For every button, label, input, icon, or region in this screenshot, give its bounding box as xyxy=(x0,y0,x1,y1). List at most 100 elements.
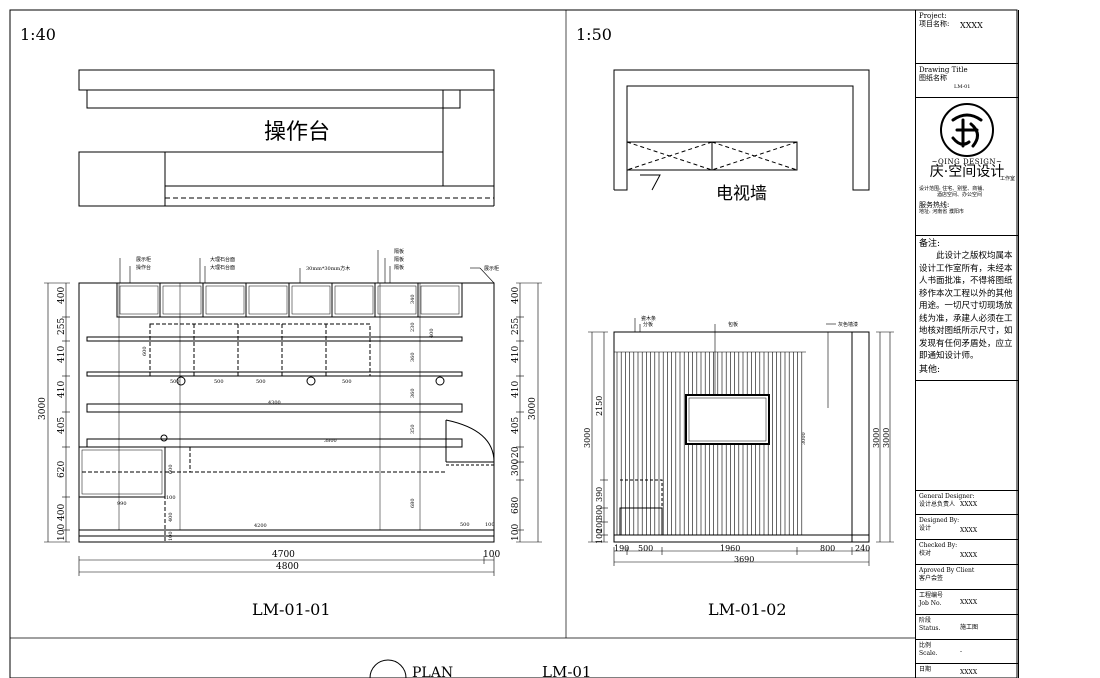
dim-value: 340 xyxy=(410,294,416,304)
dim-value: 620 xyxy=(57,461,67,478)
dim-value: 410 xyxy=(511,346,521,363)
general-designer-label: General Designer: xyxy=(919,493,975,500)
dim-value: 405 xyxy=(511,417,521,434)
dim-value: 360 xyxy=(410,352,416,362)
status-label: Status. xyxy=(919,625,941,632)
dim-value: 350 xyxy=(410,424,416,434)
dim-value: 300 xyxy=(595,505,604,520)
status-cn: 阶段 xyxy=(919,617,932,624)
dim-value: 500 xyxy=(214,379,224,385)
dim-value: 3000 xyxy=(882,428,891,448)
general-designer-cn: 设计总负责人 xyxy=(919,501,956,508)
dim-value: 4800 xyxy=(276,562,299,572)
console-plan xyxy=(78,69,495,207)
leader-label: 隔板 xyxy=(394,248,404,255)
left-elevation-bottom-dims: 4700 100 4800 xyxy=(272,550,500,572)
dim-value: 3000 xyxy=(872,428,881,448)
dim-value: 400 xyxy=(511,287,521,304)
right-elevation-dim-lines xyxy=(588,318,894,566)
dim-value: 400 xyxy=(429,328,435,338)
left-elevation-leaders: 展示柜 操作台 大理石台面 大理石台面 30mm*30mm方木 隔板 隔板 隔板… xyxy=(136,248,499,272)
job-no-cell: 工程编号 Job No. XXXX xyxy=(916,590,1018,615)
leader-label: 展示柜 xyxy=(484,265,499,272)
dim-value: 4700 xyxy=(272,550,295,560)
left-elevation-inner-dims: 340 230 360 400 360 350 680 500 500 500 … xyxy=(117,294,495,541)
project-value: XXXX xyxy=(960,21,983,30)
dim-value: 360 xyxy=(410,388,416,398)
designed-by-cn: 设计 xyxy=(919,525,932,532)
job-no-cn: 工程编号 xyxy=(919,592,944,599)
checked-by-label: Checked By: xyxy=(919,542,958,549)
approved-label: Aproved By Client xyxy=(919,567,975,574)
plan-callout-circle xyxy=(369,659,407,678)
dim-value: 200 xyxy=(595,518,604,533)
leader-label: 操作台 xyxy=(136,264,151,271)
dim-value: 100 xyxy=(57,524,67,541)
leader-label: 大理石台面 xyxy=(210,264,235,271)
brand-sub: 工作室 xyxy=(999,176,1015,182)
services-line-2: 酒店空间、办公空间 xyxy=(937,192,983,198)
dim-value: 410 xyxy=(511,381,521,398)
date-value: XXXX xyxy=(960,669,978,676)
dim-value: 410 xyxy=(57,381,67,398)
dim-value: 400 xyxy=(57,287,67,304)
dim-value: 100 xyxy=(168,531,174,541)
leader-label: 灰色墙漆 xyxy=(838,321,858,328)
dim-value: 100 xyxy=(483,550,500,560)
left-elevation xyxy=(78,282,495,543)
scale-cell: 比例 Scale. - xyxy=(916,640,1018,664)
dim-value: 230 xyxy=(410,322,416,332)
dim-value: 3000 xyxy=(583,428,592,448)
services-line-1: 设计范围: 住宅、别墅、商铺、 xyxy=(919,186,988,192)
dim-value: 500 xyxy=(460,522,470,528)
notes-cell: 备注: 此设计之版权均属本设计工作室所有，未经本人书面批准，不得将图纸移作本次工… xyxy=(916,236,1018,381)
checked-by-cell: Checked By: 校对 XXXX xyxy=(916,540,1018,565)
others-cell xyxy=(916,381,1018,491)
dim-value: 500 xyxy=(342,379,352,385)
job-no-label: Job No. xyxy=(919,600,942,607)
wall-slats xyxy=(616,352,803,535)
leader-label: 隔板 xyxy=(394,256,404,263)
address: 地址: 河南省 濮阳市 xyxy=(919,209,964,215)
dim-value: 3000 xyxy=(801,432,807,445)
scale-label: Scale. xyxy=(919,650,938,657)
dim-value: 100 xyxy=(485,522,495,528)
checked-by-value: XXXX xyxy=(960,552,978,559)
drawing-title-value: LM-01 xyxy=(954,84,971,90)
dim-value: 4200 xyxy=(254,523,267,529)
right-elevation-leaders: 瓷木条 分板 包板 灰色墙漆 xyxy=(641,315,858,328)
leader-label: 30mm*30mm方木 xyxy=(306,265,350,272)
elevation-title-left: LM-01-01 xyxy=(252,600,331,619)
designed-by-cell: Designed By: 设计 XXXX xyxy=(916,515,1018,540)
dim-total-height-right: 3000 xyxy=(528,397,538,420)
project-label-cn: 项目名称: xyxy=(919,20,950,28)
approved-cell: Aproved By Client 客户会签 xyxy=(916,565,1018,590)
leader-label: 瓷木条 xyxy=(641,315,656,322)
status-value: 施工图 xyxy=(960,624,979,631)
dim-value: 100 xyxy=(166,495,176,501)
dim-total-height: 3000 xyxy=(38,397,48,420)
studio-logo-icon xyxy=(940,103,994,157)
left-elevation-dims: 3000 400 255 410 410 405 620 400 100 400… xyxy=(38,287,538,541)
scale-value: - xyxy=(960,648,963,655)
dim-value: 255 xyxy=(511,318,521,335)
dim-value: 2150 xyxy=(595,396,604,416)
scale-left: 1:40 xyxy=(20,25,56,44)
dim-value: 1960 xyxy=(720,544,740,553)
title-block: Project: 项目名称: XXXX Drawing Title 图纸名称 L… xyxy=(915,10,1019,678)
project-label: Project: xyxy=(919,12,947,20)
dim-value: 680 xyxy=(511,497,521,514)
dim-value: 4300 xyxy=(268,400,281,406)
dim-value: 240 xyxy=(855,544,870,553)
notes-text: 此设计之版权均属本设计工作室所有，未经本人书面批准，不得将图纸移作本次工程以外的… xyxy=(919,251,1013,361)
scale-cn: 比例 xyxy=(919,642,932,649)
dim-value: 600 xyxy=(142,346,148,356)
dim-value: 20 xyxy=(511,446,521,458)
hotline: 服务热线: xyxy=(919,201,950,209)
dim-value: 400 xyxy=(57,504,67,521)
drawing-title-label-cn: 图纸名称 xyxy=(919,74,947,82)
dim-value: 410 xyxy=(57,346,67,363)
drawing-title-label: Drawing Title xyxy=(919,66,968,74)
dim-value: 500 xyxy=(256,379,266,385)
dim-value: 255 xyxy=(57,318,67,335)
